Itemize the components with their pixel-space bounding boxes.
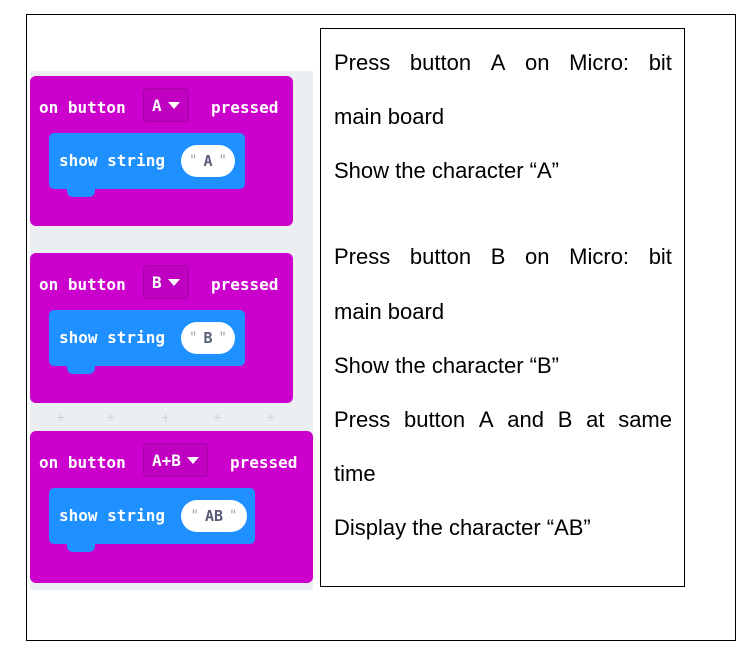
- grid-dot: +: [266, 411, 276, 424]
- string-value-input[interactable]: " B ": [181, 322, 235, 354]
- string-value: AB: [204, 507, 224, 525]
- string-value-input[interactable]: " A ": [181, 145, 235, 177]
- description-line-b3: Show the character “B”: [334, 353, 559, 378]
- grid-dot: +: [56, 411, 66, 424]
- quote-icon: ": [189, 153, 198, 169]
- quote-icon: ": [218, 330, 227, 346]
- block-notch: [67, 187, 95, 197]
- show-string-label: show string: [59, 328, 165, 347]
- show-string-label: show string: [59, 506, 165, 525]
- string-value: A: [203, 152, 213, 170]
- show-string-label: show string: [59, 151, 165, 170]
- outer-frame: [26, 14, 736, 641]
- quote-icon: ": [190, 508, 199, 524]
- button-a-dropdown[interactable]: A: [143, 88, 189, 122]
- button-name: A+B: [152, 450, 181, 470]
- grid-dot: +: [161, 411, 171, 424]
- event-suffix: pressed: [211, 98, 279, 117]
- description-line-b1: Press button B on Micro: bit: [334, 244, 672, 269]
- show-string-block[interactable]: show string " B ": [49, 310, 245, 374]
- event-prefix: on button: [39, 453, 126, 472]
- event-suffix: pressed: [230, 453, 298, 472]
- quote-icon: ": [229, 508, 238, 524]
- description-line-a3: Show the character “A”: [334, 158, 559, 183]
- block-notch: [67, 542, 95, 552]
- quote-icon: ": [218, 153, 227, 169]
- description-box: Press button A on Micro: bit main board …: [320, 28, 685, 587]
- on-button-ab-pressed-block[interactable]: on button A+B pressed show string " AB ": [30, 431, 313, 583]
- description-line-b2: main board: [334, 299, 445, 324]
- show-string-block[interactable]: show string " AB ": [49, 488, 255, 552]
- quote-icon: ": [189, 330, 198, 346]
- chevron-down-icon: [167, 278, 180, 286]
- description-line-a1: Press button A on Micro: bit: [334, 50, 672, 75]
- button-ab-dropdown[interactable]: A+B: [143, 443, 208, 477]
- grid-dot: +: [213, 411, 223, 424]
- on-button-b-pressed-block[interactable]: on button B pressed show string " B ": [30, 253, 293, 403]
- description-line-ab3: Display the character “AB”: [334, 515, 591, 540]
- chevron-down-icon: [186, 456, 199, 464]
- show-string-block[interactable]: show string " A ": [49, 133, 245, 197]
- grid-dot: +: [106, 411, 116, 424]
- button-name: B: [152, 272, 162, 292]
- string-value: B: [203, 329, 213, 347]
- event-prefix: on button: [39, 98, 126, 117]
- description-line-a2: main board: [334, 104, 445, 129]
- button-b-dropdown[interactable]: B: [143, 265, 189, 299]
- description-line-ab1: Press button A and B at same: [334, 407, 672, 432]
- button-name: A: [152, 95, 162, 115]
- description-line-ab2: time: [334, 461, 376, 486]
- event-prefix: on button: [39, 275, 126, 294]
- block-notch: [67, 364, 95, 374]
- event-suffix: pressed: [211, 275, 279, 294]
- chevron-down-icon: [167, 101, 180, 109]
- string-value-input[interactable]: " AB ": [181, 500, 247, 532]
- on-button-a-pressed-block[interactable]: on button A pressed show string " A ": [30, 76, 293, 226]
